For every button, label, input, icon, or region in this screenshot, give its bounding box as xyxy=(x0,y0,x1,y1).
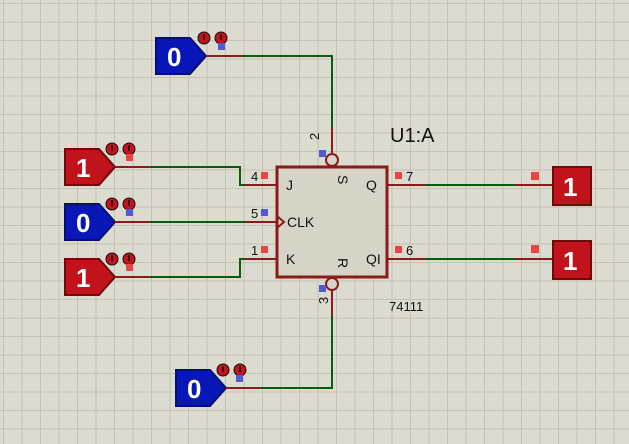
set-inversion-bubble xyxy=(325,153,339,167)
logic-state-set[interactable]: 0 xyxy=(155,31,242,75)
state-marker xyxy=(531,172,539,180)
toggle-icon[interactable] xyxy=(216,363,247,377)
logic-state-reset-value: 0 xyxy=(187,374,201,404)
state-marker xyxy=(218,43,225,50)
pin-number-qi: 6 xyxy=(406,243,413,258)
logic-state-clk-value: 0 xyxy=(76,208,90,238)
state-marker xyxy=(126,154,133,161)
pin-name-clk: CLK xyxy=(287,214,315,230)
toggle-icon[interactable] xyxy=(105,197,136,211)
state-marker xyxy=(236,375,243,382)
toggle-icon[interactable] xyxy=(105,142,136,156)
pin-name-j: J xyxy=(286,177,293,193)
wire-reset[interactable] xyxy=(260,305,333,389)
logic-state-set-value: 0 xyxy=(167,42,181,72)
logic-probe-qi-value: 1 xyxy=(563,246,577,276)
pin-name-q: Q xyxy=(366,177,377,193)
state-marker xyxy=(126,209,133,216)
pin-name-s: S xyxy=(335,175,351,184)
jk-flip-flop[interactable]: J CLK K Q QI S R 4 5 1 7 6 2 3 U1:A 7411… xyxy=(245,125,435,316)
clock-triangle xyxy=(276,215,286,229)
pin-number-q: 7 xyxy=(406,169,413,184)
logic-state-j-value: 1 xyxy=(76,153,90,183)
pin-name-r: R xyxy=(335,258,351,268)
toggle-icon[interactable] xyxy=(105,252,136,266)
logic-state-reset[interactable]: 0 xyxy=(175,363,260,407)
pin-number-s: 2 xyxy=(307,133,322,140)
pin-stubs xyxy=(245,128,425,316)
wire-j[interactable] xyxy=(150,166,262,186)
pin-state-markers xyxy=(261,150,402,292)
wire-k[interactable] xyxy=(150,258,262,278)
pin-number-j: 4 xyxy=(251,169,258,184)
pin-name-qi: QI xyxy=(366,251,381,267)
state-marker xyxy=(126,264,133,271)
wires xyxy=(150,55,515,389)
wire-set[interactable] xyxy=(242,55,333,135)
logic-probe-qi[interactable]: 1 xyxy=(515,240,592,280)
logic-state-j[interactable]: 1 xyxy=(64,142,150,186)
pin-number-clk: 5 xyxy=(251,206,258,221)
state-marker xyxy=(531,245,539,253)
pin-name-k: K xyxy=(286,251,296,267)
reset-inversion-bubble xyxy=(325,277,339,291)
logic-state-k[interactable]: 1 xyxy=(64,252,150,296)
pin-number-k: 1 xyxy=(251,243,258,258)
component-part-number: 74111 xyxy=(389,299,423,314)
logic-probe-q[interactable]: 1 xyxy=(515,166,592,206)
toggle-icon[interactable] xyxy=(197,31,228,45)
component-reference: U1:A xyxy=(390,125,435,147)
logic-state-k-value: 1 xyxy=(76,263,90,293)
pin-number-r: 3 xyxy=(316,297,331,304)
logic-state-clk[interactable]: 0 xyxy=(64,197,150,241)
logic-probe-q-value: 1 xyxy=(563,172,577,202)
